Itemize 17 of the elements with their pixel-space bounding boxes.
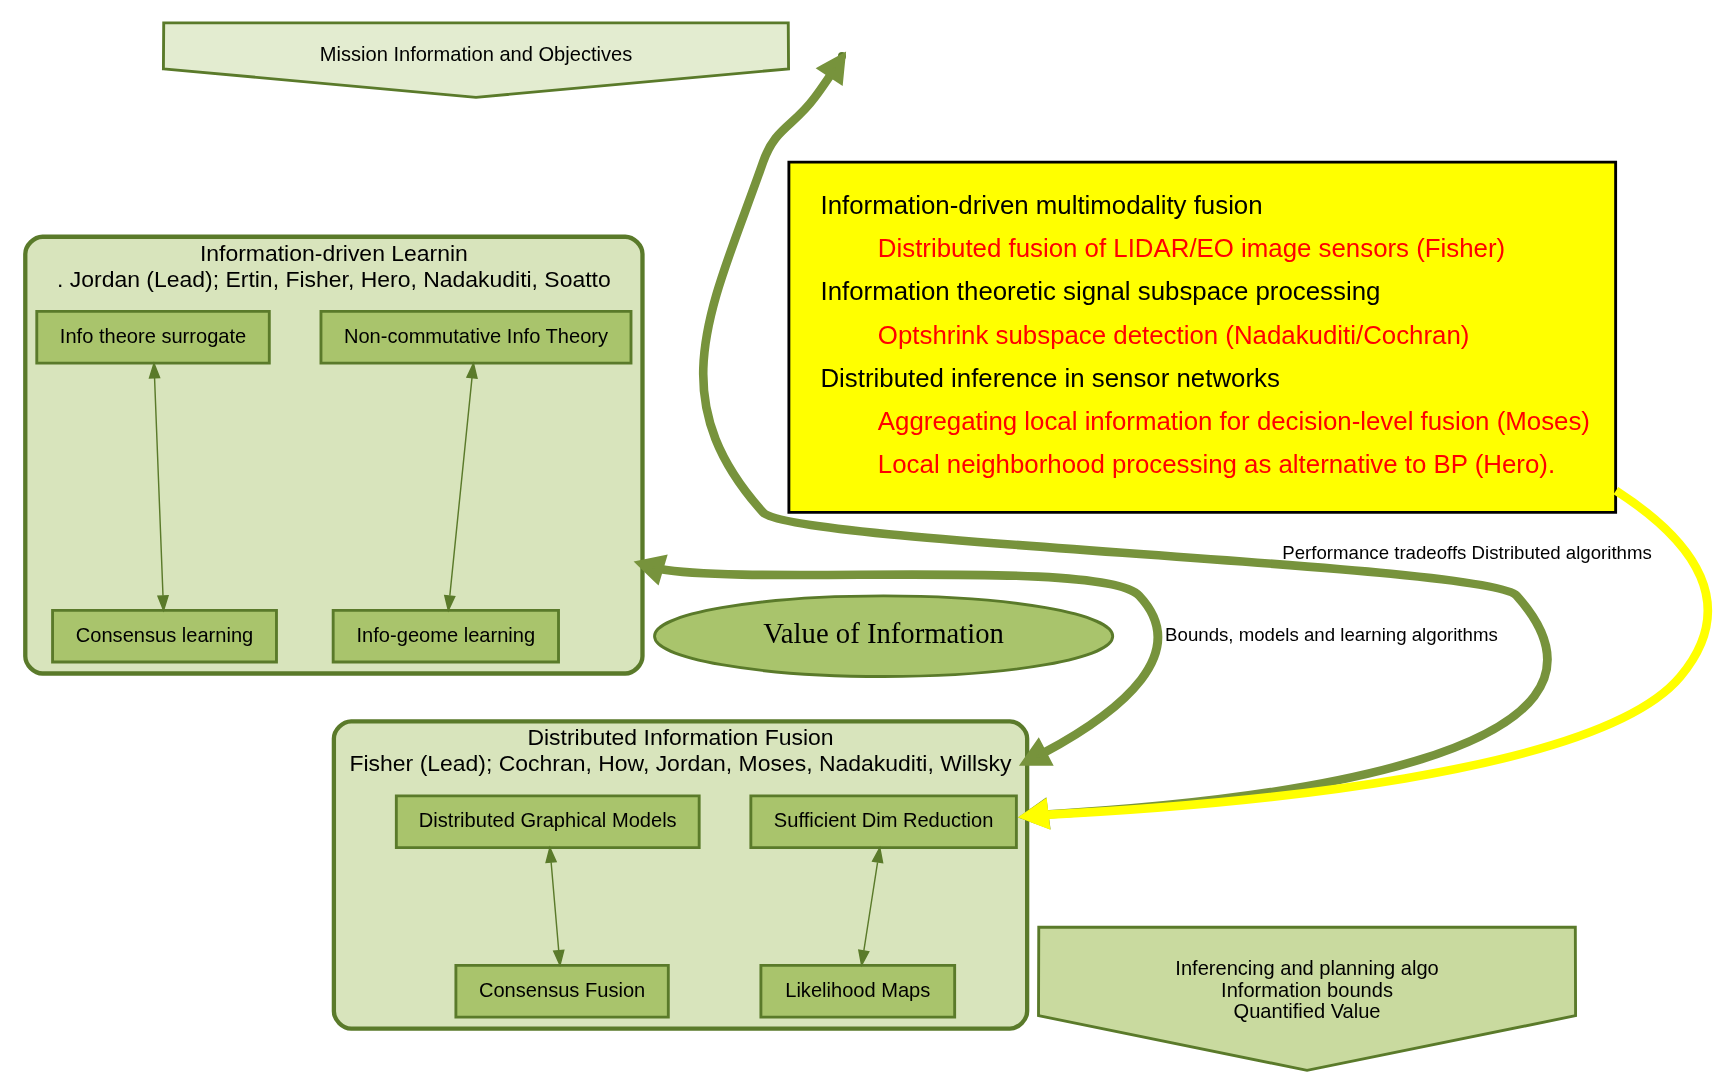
node-box: Consensus learning [51,608,278,663]
arrow [148,360,169,612]
node-box: Consensus Fusion [454,963,670,1018]
arrow [857,845,884,967]
node-box: Information-driven multimodality fusion Distributed fusion of LIDAR/EO image sensors (Fisher) Information theoretic signal subspace processing Optshrink subspace detection (Nadakuditi/Cochran) Distributed inference in sensor networks Aggregating local information for decision-level fusion (Moses) Local neighborhood processing as alternative to BP (Hero). [787,160,1618,514]
arrow [633,554,1163,766]
node-box: Likelihood Maps [759,963,957,1018]
arrow [545,845,565,967]
node-box: Info-geome learning [331,608,560,663]
node-ellipse: Value of Information [653,593,1115,678]
node-box: Sufficient Dim Reduction [749,794,1018,849]
node-box: Info theore surrogate [35,309,271,364]
arrow [443,360,478,612]
edge-label: Bounds, models and learning algorithms [1165,623,1498,645]
node-box: Non-commutative Info Theory [319,309,633,364]
edge-label: Performance tradeoffs Distributed algorithms [1282,541,1652,563]
node-box: Distributed Graphical Models [394,794,701,849]
